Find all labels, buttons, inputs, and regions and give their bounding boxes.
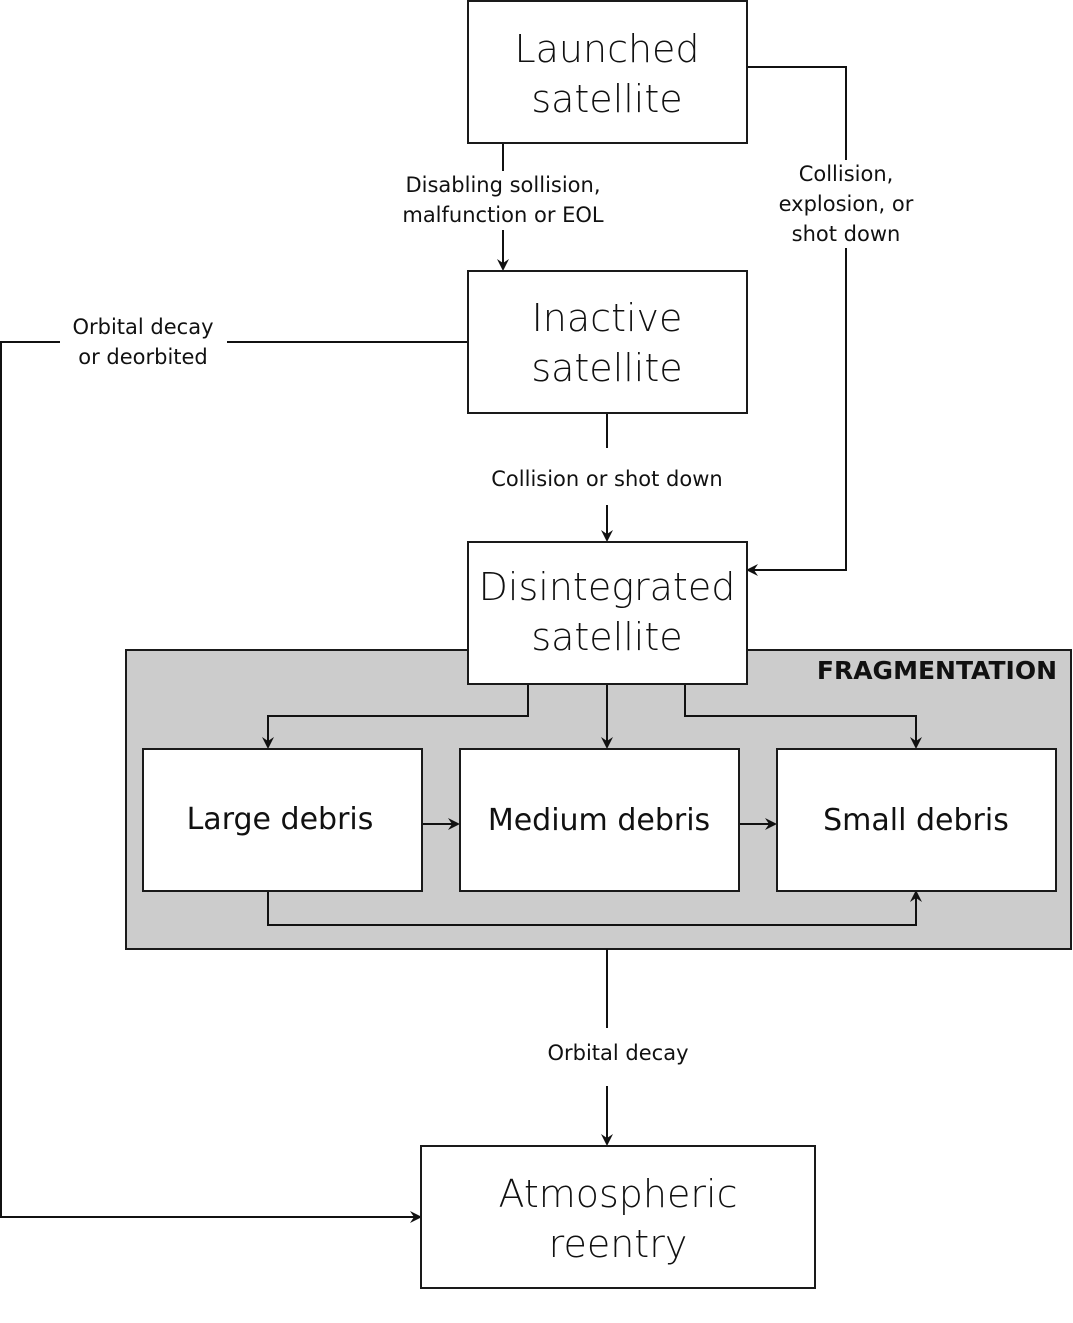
node-inactive-satellite: Inactive satellite bbox=[467, 270, 748, 414]
node-disintegrated-line2: satellite bbox=[531, 615, 682, 659]
node-medium-debris: Medium debris bbox=[459, 748, 740, 892]
node-launched-satellite: Launched satellite bbox=[467, 0, 748, 144]
edge-disintegrated-small bbox=[684, 684, 922, 749]
node-small-debris: Small debris bbox=[776, 748, 1057, 892]
edge-launched-disintegrated-arrow bbox=[746, 248, 847, 576]
edge-label-collision-line1: Collision, bbox=[799, 162, 894, 186]
edge-inactive-reentry-arrow bbox=[0, 341, 422, 1223]
node-launched-line2: satellite bbox=[531, 77, 682, 121]
node-reentry-line2: reentry bbox=[549, 1222, 688, 1266]
node-atmospheric-reentry: Atmospheric reentry bbox=[420, 1145, 816, 1289]
edge-label-disabling-line2: malfunction or EOL bbox=[402, 203, 604, 227]
edge-label-disabling-line1: Disabling sollision, bbox=[405, 173, 600, 197]
edge-disintegrated-large bbox=[262, 684, 529, 749]
edge-label-orbital-decay-line1: Orbital decay bbox=[72, 315, 213, 339]
node-inactive-line2: satellite bbox=[531, 346, 682, 390]
fragmentation-label: FRAGMENTATION bbox=[817, 656, 1057, 685]
node-small-label: Small debris bbox=[823, 803, 1009, 838]
edge-label-orbital-decay: Orbital decay bbox=[547, 1041, 688, 1065]
edge-label-collision-shot-down: Collision or shot down bbox=[491, 467, 722, 491]
node-launched-line1: Launched bbox=[514, 27, 699, 71]
edge-large-small bbox=[267, 890, 922, 926]
node-large-label: Large debris bbox=[187, 802, 374, 837]
edge-launched-disintegrated-top bbox=[747, 66, 847, 160]
node-disintegrated-satellite: Disintegrated satellite bbox=[467, 541, 748, 685]
node-inactive-line1: Inactive bbox=[532, 296, 683, 340]
edge-label-collision-line3: shot down bbox=[792, 222, 901, 246]
node-reentry-line1: Atmospheric bbox=[499, 1172, 738, 1216]
node-large-debris: Large debris bbox=[142, 748, 423, 892]
node-disintegrated-line1: Disintegrated bbox=[479, 565, 736, 609]
edge-label-collision-line2: explosion, or bbox=[779, 192, 914, 216]
edge-label-orbital-decay-line2: or deorbited bbox=[78, 345, 208, 369]
node-medium-label: Medium debris bbox=[488, 803, 710, 838]
